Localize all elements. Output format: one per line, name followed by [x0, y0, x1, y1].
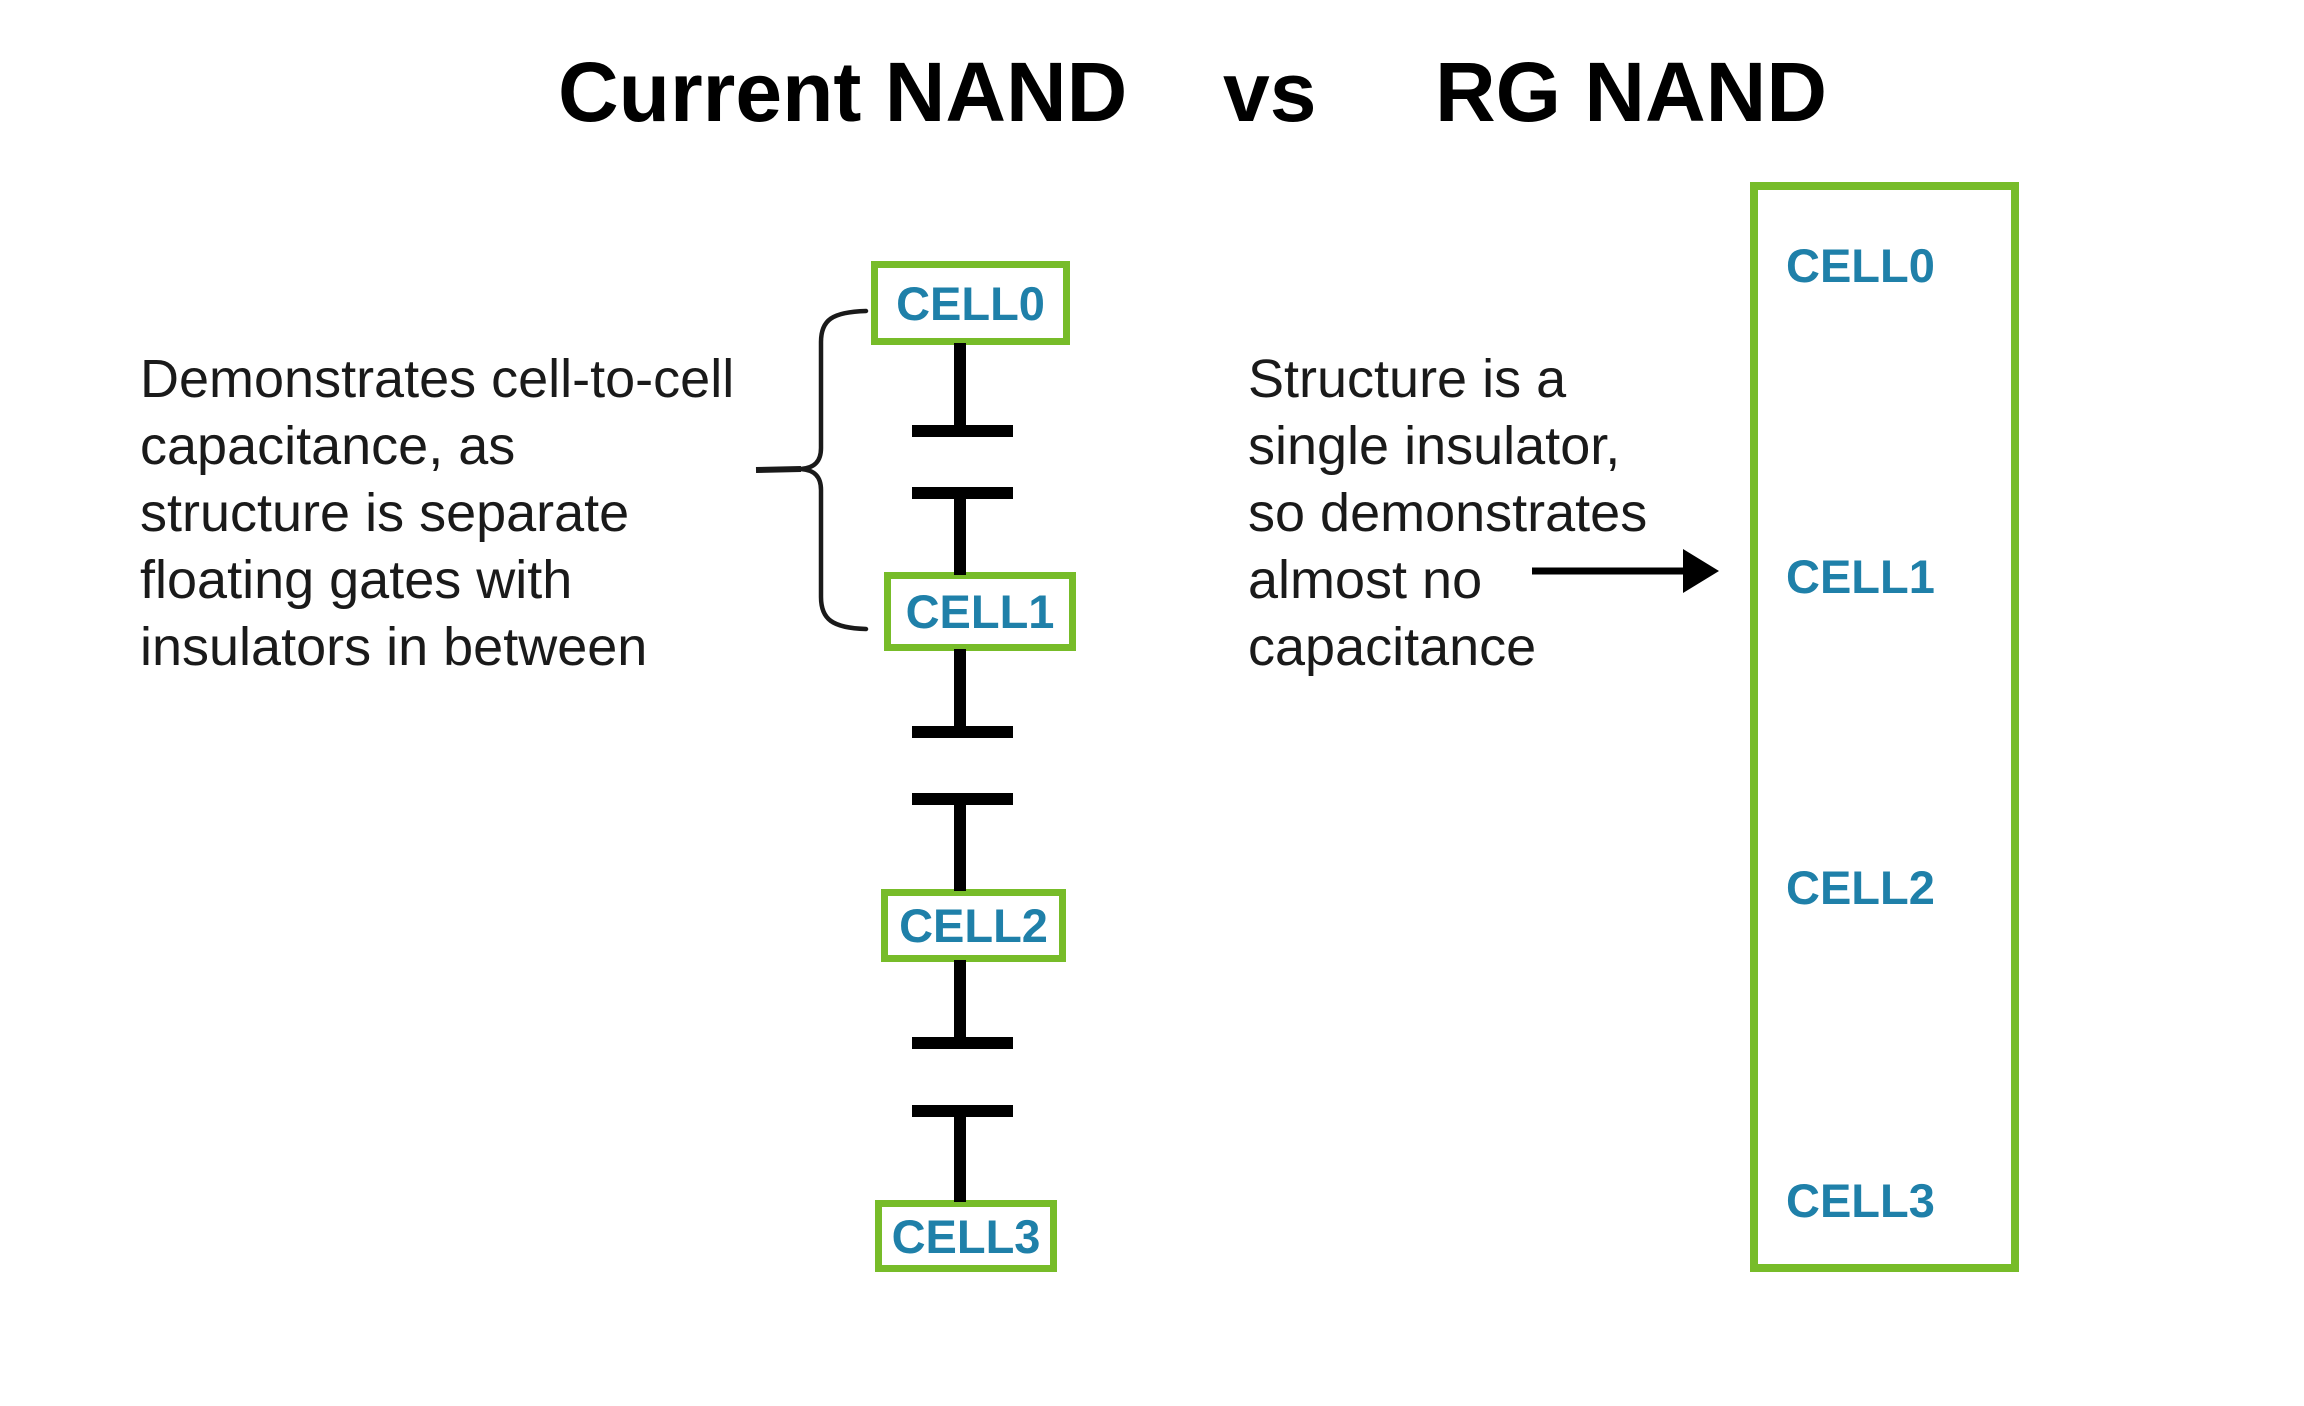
capacitor1-plate-top: [912, 726, 1013, 738]
current-nand-cell0-box: CELL0: [871, 261, 1070, 345]
wire-cell1-down: [954, 649, 966, 730]
capacitor-icon-1: [912, 649, 1013, 891]
rg-nand-cell2-label: CELL2: [1786, 861, 1935, 914]
current-nand-cell1-label: CELL1: [905, 585, 1055, 638]
title-rg-nand: RG NAND: [1435, 45, 1827, 139]
rg-nand-cell1-label: CELL1: [1786, 550, 1935, 603]
title-versus: vs: [1223, 45, 1317, 139]
title-current-nand: Current NAND: [558, 45, 1128, 139]
capacitor1-plate-bottom: [912, 793, 1013, 805]
current-nand-cell2-label: CELL2: [899, 899, 1048, 952]
current-nand-cell1-box: CELL1: [884, 572, 1076, 651]
capacitor0-plate-bottom: [912, 487, 1013, 499]
rg-nand-cell0-label: CELL0: [1786, 239, 1935, 292]
capacitor2-plate-bottom: [912, 1105, 1013, 1117]
wire-cell3-up: [954, 1113, 966, 1202]
wire-cell2-down: [954, 960, 966, 1041]
capacitor-icon-0: [912, 343, 1013, 575]
current-nand-cell2-box: CELL2: [881, 889, 1066, 962]
wire-cell1-up: [954, 495, 966, 575]
curly-brace-icon: [800, 308, 869, 632]
current-nand-cell0-label: CELL0: [896, 276, 1045, 330]
wire-cell0-down: [954, 343, 966, 429]
capacitor2-plate-top: [912, 1037, 1013, 1049]
rg-nand-cell3-label: CELL3: [1786, 1174, 1935, 1227]
capacitor0-plate-top: [912, 425, 1013, 437]
current-nand-cell3-label: CELL3: [891, 1209, 1041, 1263]
current-nand-cell3-box: CELL3: [875, 1200, 1057, 1272]
rg-nand-box: CELL0 CELL1 CELL2 CELL3: [1750, 182, 2019, 1272]
capacitor-icon-2: [912, 960, 1013, 1202]
rg-nand-annotation: Structure is a single insulator, so demo…: [1248, 349, 1648, 677]
wire-cell2-up: [954, 801, 966, 891]
current-nand-annotation: Demonstrates cell-to-cell capacitance, a…: [140, 349, 735, 677]
